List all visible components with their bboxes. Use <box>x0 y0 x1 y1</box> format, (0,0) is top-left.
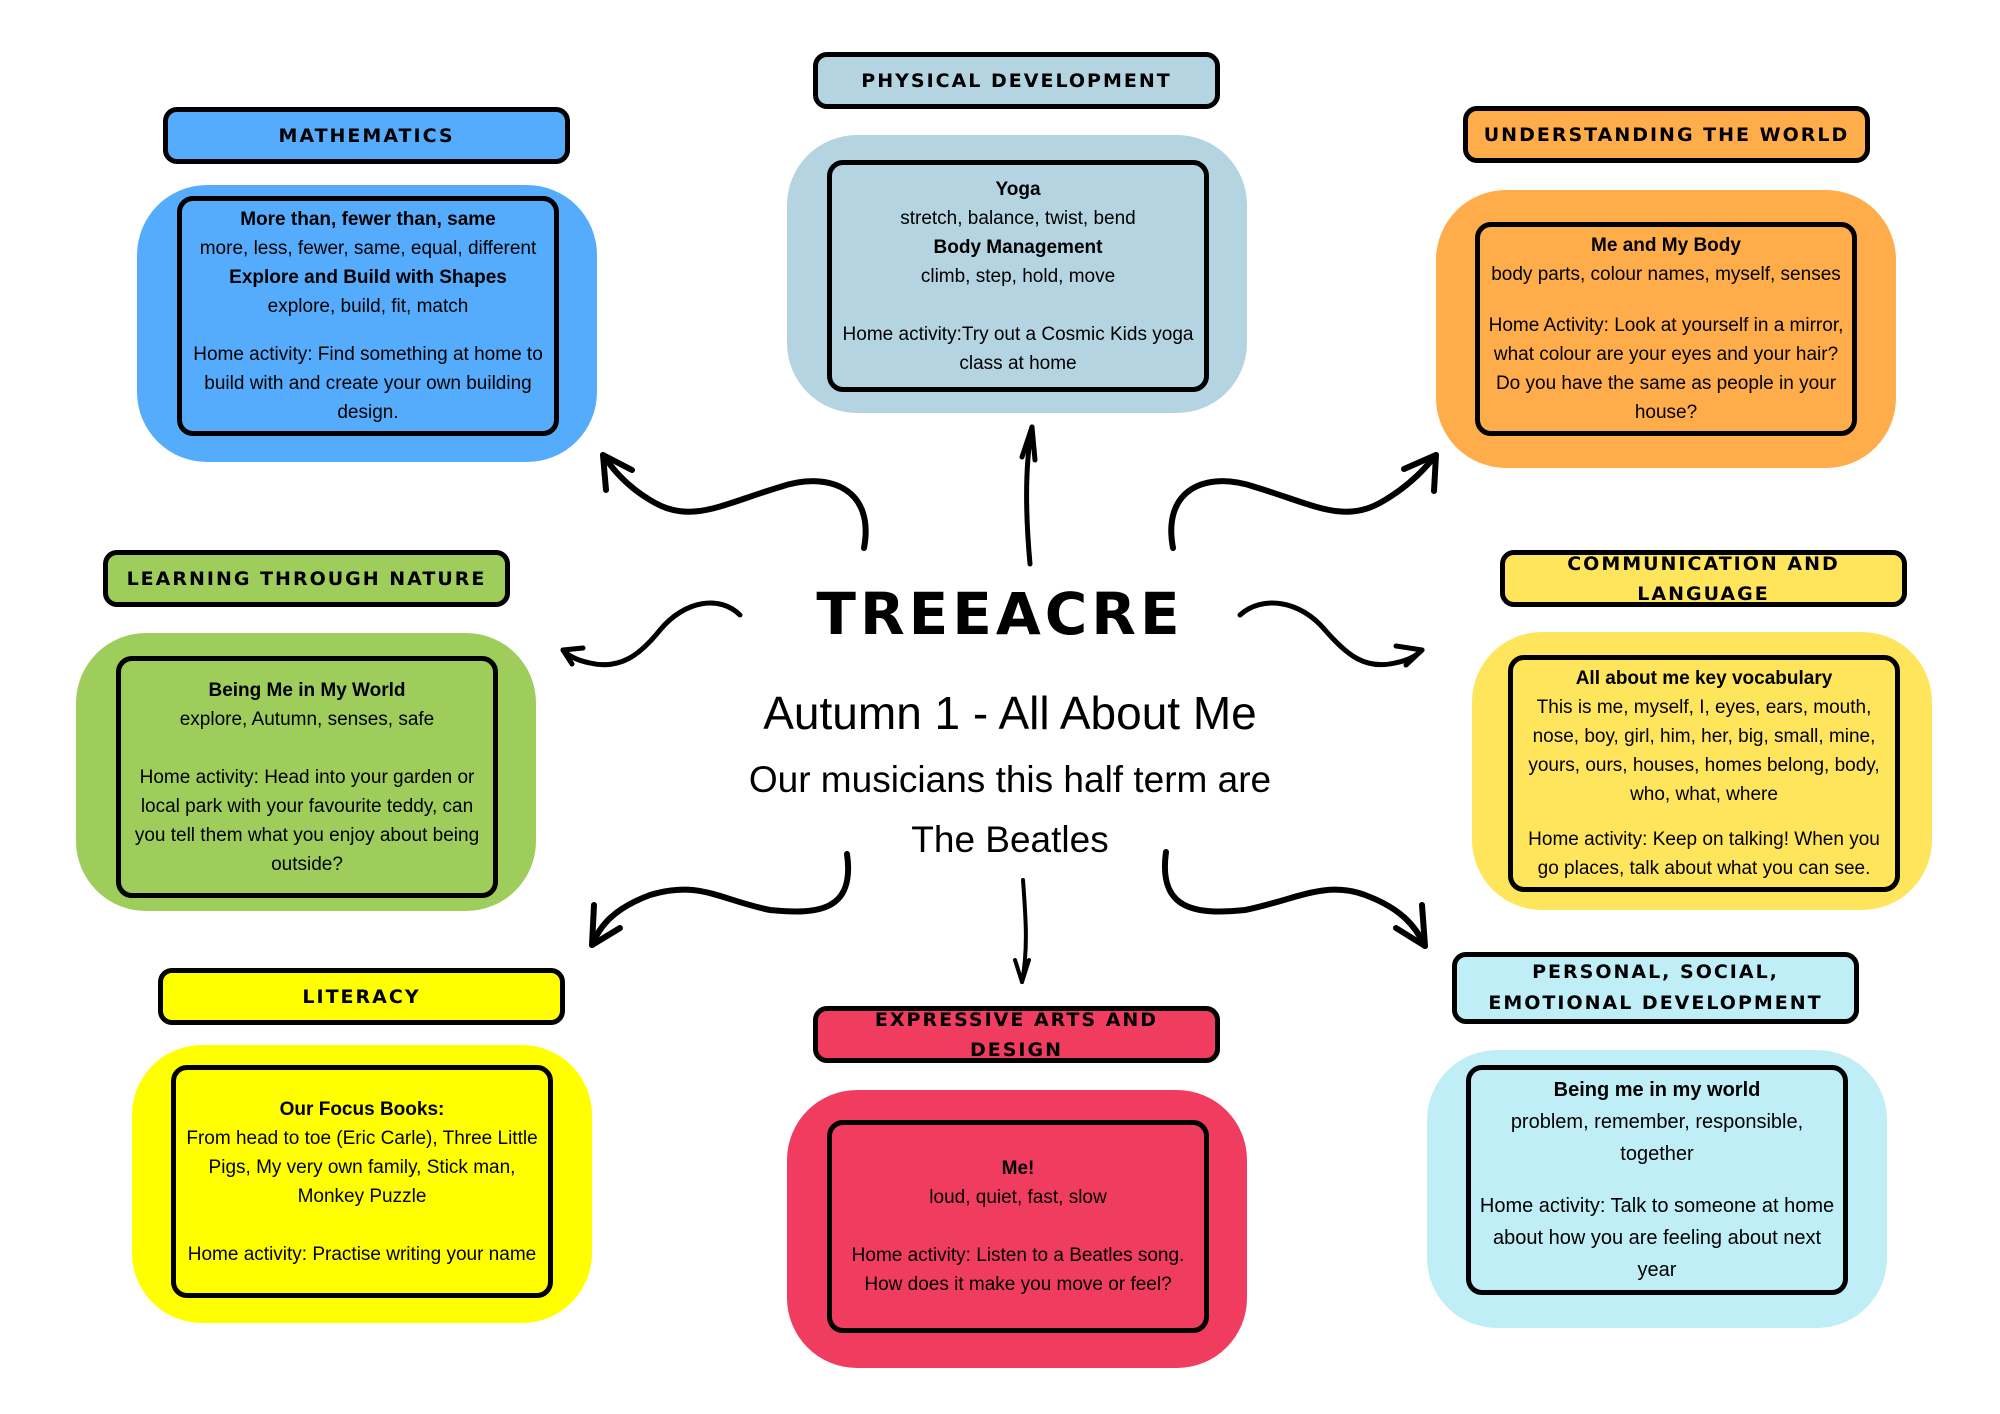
header-physical-development: Physical Development <box>813 52 1220 109</box>
key-vocabulary: more, less, fewer, same, equal, differen… <box>199 238 537 259</box>
content-mathematics: More than, fewer than, same more, less, f… <box>177 196 559 436</box>
home-activity: Home activity: Find something at home to… <box>193 344 543 423</box>
arrow-to-communication-and-language <box>1237 600 1425 668</box>
content-personal-social-emotional: Being me in my world problem, remember, r… <box>1466 1065 1848 1295</box>
spacer <box>125 734 489 763</box>
spacer <box>180 1211 544 1240</box>
arrow-to-physical-development <box>1019 424 1038 567</box>
topic-heading: Body Management <box>933 236 1103 258</box>
topic-heading: More than, fewer than, same <box>240 209 496 230</box>
header-mathematics: Mathematics <box>163 107 570 164</box>
home-activity: Home activity: Practise writing your nam… <box>187 1243 537 1265</box>
arrow-to-understanding-the-world <box>1168 452 1439 551</box>
spacer <box>1517 809 1891 825</box>
home-activity: Home activity:Try out a Cosmic Kids yoga… <box>842 323 1194 374</box>
key-vocabulary: This is me, myself, I, eyes, ears, mouth… <box>1528 697 1880 805</box>
header-personal-social-emotional: Personal, Social, Emotional Development <box>1452 952 1859 1024</box>
school-name: TREEACRE <box>816 580 1184 648</box>
arrow-to-expressive-arts-and-design <box>1013 878 1031 984</box>
home-activity: Home Activity: Look at yourself in a mir… <box>1488 315 1844 423</box>
topic-heading: Our Focus Books: <box>279 1098 445 1120</box>
content-learning-through-nature: Being Me in My World explore, Autumn, sen… <box>116 656 498 898</box>
term-title: Autumn 1 - All About Me <box>763 687 1257 739</box>
key-vocabulary: body parts, colour names, myself, senses <box>1491 264 1841 285</box>
arrow-to-mathematics <box>600 452 869 551</box>
content-literacy: Our Focus Books: From head to toe (Eric C… <box>171 1065 553 1298</box>
spacer <box>1484 289 1848 311</box>
home-activity: Home activity: Listen to a Beatles song.… <box>851 1245 1185 1295</box>
content-understanding-the-world: Me and My Body body parts, colour names, … <box>1475 222 1857 436</box>
header-literacy: Literacy <box>158 968 565 1025</box>
header-communication-and-language: Communication and Language <box>1500 550 1907 607</box>
spacer <box>836 291 1200 320</box>
arrow-to-learning-through-nature <box>560 600 743 668</box>
musicians-line-1: Our musicians this half term are <box>748 759 1272 800</box>
header-expressive-arts-and-design: Expressive Arts and Design <box>813 1006 1220 1063</box>
home-activity: Home activity: Keep on talking! When you… <box>1528 829 1880 879</box>
spacer <box>836 1212 1200 1241</box>
header-learning-through-nature: Learning Through Nature <box>103 550 510 607</box>
header-understanding-the-world: Understanding the World <box>1463 106 1870 163</box>
topic-heading: Explore and Build with Shapes <box>229 267 507 288</box>
key-vocabulary: loud, quiet, fast, slow <box>929 1187 1107 1208</box>
topic-heading: Me! <box>1001 1158 1035 1179</box>
topic-heading: Being Me in My World <box>208 679 406 701</box>
home-activity: Home activity: Head into your garden or … <box>134 766 480 875</box>
spacer <box>1475 1170 1839 1190</box>
musicians-note: Our musicians this half term are The Bea… <box>700 750 1320 870</box>
topic-heading: Being me in my world <box>1553 1079 1761 1101</box>
home-activity: Home activity: Talk to someone at home a… <box>1479 1195 1835 1281</box>
key-vocabulary: climb, step, hold, move <box>920 265 1116 287</box>
key-vocabulary: problem, remember, responsible, together <box>1510 1111 1804 1165</box>
musicians-line-2: The Beatles <box>911 819 1109 860</box>
topic-heading: Me and My Body <box>1591 235 1741 256</box>
topic-heading: All about me key vocabulary <box>1575 668 1833 689</box>
key-vocabulary: From head to toe (Eric Carle), Three Lit… <box>186 1127 538 1207</box>
key-vocabulary: explore, Autumn, senses, safe <box>179 708 435 730</box>
key-vocabulary: explore, build, fit, match <box>267 296 469 317</box>
topic-heading: Yoga <box>995 178 1041 200</box>
key-vocabulary: stretch, balance, twist, bend <box>900 207 1136 229</box>
spacer <box>186 321 550 340</box>
